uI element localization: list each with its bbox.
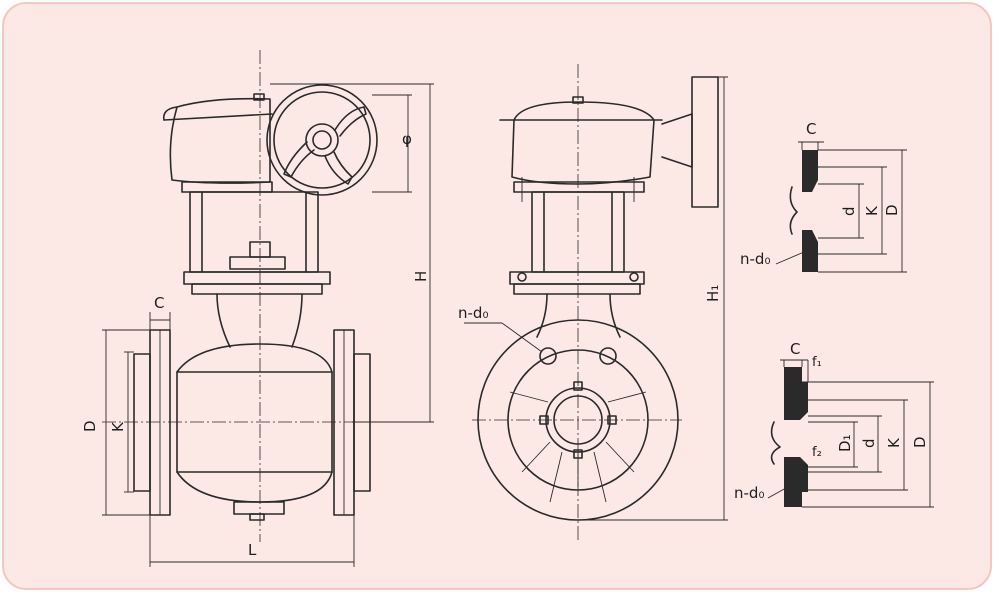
side-handwheel-rim xyxy=(691,76,719,208)
dim-phi-label: φ xyxy=(402,130,412,148)
side-key-right xyxy=(607,415,617,425)
flange1-break xyxy=(789,186,798,235)
flange1-hatch-top xyxy=(802,150,818,192)
valve-body xyxy=(176,343,333,503)
actuator-top-cap xyxy=(253,93,265,101)
actuator-housing xyxy=(169,97,271,184)
handwheel-spoke-3 xyxy=(324,151,353,185)
flange2-c-label: C xyxy=(790,340,800,358)
handwheel-spoke-2 xyxy=(283,141,315,178)
bottom-boss xyxy=(233,501,285,515)
flange-detail-1: C d K D n-d₀ xyxy=(740,120,907,273)
side-bolt-head-left xyxy=(517,272,527,282)
flange2-f2-label: f₂ xyxy=(812,445,822,460)
handwheel-hub-bore xyxy=(312,130,332,150)
flange2-d-label: d xyxy=(860,438,878,448)
side-flange-ribs xyxy=(509,391,647,503)
side-flange-bolt-circle xyxy=(507,349,649,491)
flange1-ndo-label: n-d₀ xyxy=(740,250,770,268)
side-actuator-cap xyxy=(572,96,584,104)
flange2-hatch-top xyxy=(784,367,808,420)
flange2-hatch-bottom xyxy=(784,457,808,507)
flange2-break xyxy=(770,421,781,465)
handwheel-inner-rim xyxy=(273,91,371,189)
actuator-lid-line xyxy=(163,113,273,121)
side-yoke-base xyxy=(509,271,645,285)
side-actuator-housing xyxy=(511,101,655,185)
handwheel xyxy=(266,84,378,196)
right-flange-face xyxy=(353,353,371,492)
side-bolt-head-right xyxy=(629,272,639,282)
handwheel-spoke-1 xyxy=(334,106,367,137)
yoke-bracket xyxy=(189,191,319,273)
dim-c-label: C xyxy=(154,294,164,312)
flange-detail-2: C f₁ f₂ D₁ d K D n-d₀ xyxy=(734,340,934,508)
flange1-dd-label: D xyxy=(883,204,901,216)
flange2-dd-label: D xyxy=(911,436,929,448)
side-key-left xyxy=(539,415,549,425)
flange1-c-label: C xyxy=(806,120,816,138)
left-flange-face xyxy=(133,353,151,492)
side-view: n-d₀ H₁ xyxy=(458,64,728,542)
yoke-base-flange xyxy=(183,271,331,285)
side-bolt-hole-2 xyxy=(599,347,617,365)
handwheel-hub xyxy=(305,123,339,157)
side-flange-bore-inner xyxy=(553,395,603,445)
side-bolt-hole-1 xyxy=(539,347,557,365)
stem-coupling xyxy=(229,256,286,270)
side-key-top xyxy=(573,381,583,391)
front-view: C D K L H φ xyxy=(81,50,434,567)
dim-d-label: D xyxy=(81,420,99,432)
handwheel-outer-rim xyxy=(266,84,378,196)
flange1-k-label: K xyxy=(863,205,881,216)
dim-k-label: K xyxy=(109,421,127,432)
stem-block xyxy=(249,241,271,258)
flange1-ndo-leader xyxy=(775,251,805,265)
side-ndo-leader xyxy=(501,322,543,353)
valve-neck xyxy=(216,293,303,348)
flange2-k-label: K xyxy=(885,437,903,448)
side-handwheel-hub xyxy=(661,113,693,168)
valve-drawing: C D K L H φ xyxy=(81,50,934,567)
side-neck xyxy=(536,293,621,338)
drawing-sheet: C D K L H φ xyxy=(2,2,992,590)
flange1-hatch-bottom xyxy=(802,230,818,272)
flange2-f1-label: f₁ xyxy=(812,355,822,370)
flange2-ndo-label: n-d₀ xyxy=(734,484,764,502)
flange2-d1-label: D₁ xyxy=(836,434,854,452)
side-bonnet-flange xyxy=(513,283,641,295)
drain-plug xyxy=(249,513,265,521)
bonnet-flange xyxy=(191,283,323,295)
dim-h-label: H xyxy=(412,271,430,282)
dim-h1-label: H₁ xyxy=(704,285,722,302)
flange2-ndo-leader xyxy=(767,487,787,499)
dim-l-label: L xyxy=(248,541,257,559)
actuator-lid-edge xyxy=(162,106,178,121)
flange1-d-label: d xyxy=(840,206,858,216)
side-ndo-label: n-d₀ xyxy=(458,304,488,322)
